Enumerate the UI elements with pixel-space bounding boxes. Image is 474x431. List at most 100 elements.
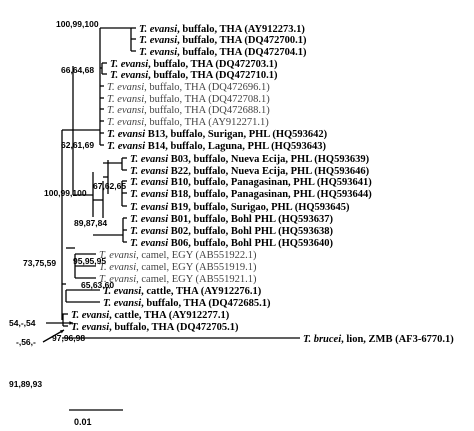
taxon-label: T. evansi, buffalo, THA (DQ472688.1) — [107, 105, 270, 116]
taxon-species: T. evansi — [103, 286, 141, 297]
taxon-species: T. evansi — [110, 59, 148, 70]
taxon-details: , cattle, THA (AY912277.1) — [109, 310, 230, 321]
taxon-details: B19, buffalo, Surigao, PHL (HQ593645) — [168, 202, 350, 213]
taxon-species: T. evansi — [110, 70, 148, 81]
pointer-arrowhead — [69, 321, 73, 325]
taxon-species: T. evansi — [99, 274, 136, 285]
taxon-label: T. evansi, buffalo, THA (DQ472705.1) — [71, 322, 239, 333]
taxon-label: T. evansi B01, buffalo, Bohl PHL (HQ5936… — [130, 214, 333, 225]
bootstrap-value: 91,89,93 — [9, 379, 42, 389]
taxon-label: T. evansi, camel, EGY (AB551922.1) — [99, 250, 257, 261]
taxon-label: T. evansi B03, buffalo, Nueva Ecija, PHL… — [130, 154, 370, 165]
bootstrap-value: 66,64,68 — [61, 65, 94, 75]
taxon-species: T. evansi — [130, 189, 168, 200]
taxon-details: , camel, EGY (AB551919.1) — [136, 262, 257, 273]
bootstrap-value: 73,75,59 — [23, 258, 56, 268]
taxon-details: B02, buffalo, Bohl PHL (HQ593638) — [168, 226, 333, 237]
taxon-label: T. evansi, camel, EGY (AB551921.1) — [99, 274, 257, 285]
taxon-species: T. evansi — [130, 214, 168, 225]
taxon-label: T. evansi B10, buffalo, Panagasinan, PHL… — [130, 177, 372, 188]
taxon-label: T. evansi B13, buffalo, Surigan, PHL (HQ… — [107, 129, 328, 140]
taxon-label: T. evansi, buffalo, THA (DQ472700.1) — [139, 35, 307, 46]
taxon-label: T. evansi, cattle, THA (AY912277.1) — [71, 310, 230, 321]
taxon-label: T. evansi B14, buffalo, Laguna, PHL (HQ5… — [107, 141, 326, 152]
scale-bar-label: 0.01 — [74, 417, 92, 427]
taxon-species: T. evansi — [130, 238, 168, 249]
taxon-details: , buffalo, THA (DQ472710.1) — [148, 70, 278, 81]
taxon-details: , buffalo, THA (DQ472696.1) — [144, 82, 270, 93]
taxon-species: T. evansi — [139, 35, 177, 46]
taxon-label: T. evansi B19, buffalo, Surigao, PHL (HQ… — [130, 202, 350, 213]
taxon-species: T. evansi — [107, 82, 144, 93]
taxon-species: T. evansi — [130, 202, 168, 213]
taxon-details: , buffalo, THA (DQ472705.1) — [109, 322, 239, 333]
taxon-label: T. evansi B02, buffalo, Bohl PHL (HQ5936… — [130, 226, 333, 237]
taxon-details: , buffalo, THA (DQ472688.1) — [144, 105, 270, 116]
taxon-details: , cattle, THA (AY912276.1) — [141, 286, 262, 297]
bootstrap-value: 95,95,95 — [73, 256, 106, 266]
taxon-details: , lion, ZMB (AF3-6770.1) — [341, 334, 454, 345]
taxon-label: T. evansi, buffalo, THA (DQ472703.1) — [110, 59, 278, 70]
taxon-details: , buffalo, THA (DQ472700.1) — [177, 35, 307, 46]
taxon-label: T. evansi, cattle, THA (AY912276.1) — [103, 286, 262, 297]
taxon-details: B06, buffalo, Bohl PHL (HQ593640) — [168, 238, 333, 249]
taxon-labels: T. evansi, buffalo, THA (AY912273.1)T. e… — [71, 24, 454, 345]
taxon-species: T. evansi — [71, 322, 109, 333]
taxon-species: T. evansi — [99, 262, 136, 273]
taxon-label: T. evansi, buffalo, THA (DQ472710.1) — [110, 70, 278, 81]
bootstrap-value: 65,63,60 — [81, 280, 114, 290]
taxon-details: , buffalo, THA (AY912271.1) — [144, 117, 269, 128]
bootstrap-value: 54,-,54 — [9, 318, 36, 328]
taxon-species: T. evansi — [107, 117, 144, 128]
taxon-details: , buffalo, THA (DQ472703.1) — [148, 59, 278, 70]
taxon-details: B10, buffalo, Panagasinan, PHL (HQ593641… — [168, 177, 372, 188]
taxon-details: , buffalo, THA (DQ472704.1) — [177, 47, 307, 58]
taxon-species: T. evansi — [107, 94, 144, 105]
taxon-label: T. evansi, buffalo, THA (DQ472704.1) — [139, 47, 307, 58]
taxon-species: T. evansi — [130, 177, 168, 188]
bootstrap-value: 100,99,100 — [56, 19, 99, 29]
taxon-details: B18, buffalo, Panagasinan, PHL (HQ593644… — [168, 189, 372, 200]
taxon-species: T. evansi — [107, 141, 145, 152]
bootstrap-value: -,56,- — [16, 337, 36, 347]
taxon-details: , buffalo, THA (AY912273.1) — [177, 24, 305, 35]
taxon-label: T. evansi, buffalo, THA (AY912273.1) — [139, 24, 305, 35]
pointer-arrowhead — [60, 330, 64, 334]
taxon-species: T. evansi — [107, 105, 144, 116]
taxon-details: B13, buffalo, Surigan, PHL (HQ593642) — [145, 129, 328, 140]
taxon-species: T. evansi — [130, 226, 168, 237]
tree-branches — [42, 27, 300, 343]
taxon-species: T. brucei — [303, 334, 341, 345]
taxon-label: T. evansi, buffalo, THA (DQ472708.1) — [107, 94, 270, 105]
bootstrap-value: 62,61,69 — [61, 140, 94, 150]
bootstrap-value: 89,87,84 — [74, 218, 107, 228]
taxon-label: T. evansi B22, buffalo, Nueva Ecija, PHL… — [130, 166, 370, 177]
taxon-species: T. evansi — [139, 47, 177, 58]
taxon-label: T. evansi, buffalo, THA (DQ472685.1) — [103, 298, 271, 309]
taxon-details: , buffalo, THA (DQ472708.1) — [144, 94, 270, 105]
scale-bar: 0.01 — [69, 409, 123, 427]
taxon-species: T. evansi — [99, 250, 136, 261]
taxon-label: T. evansi, buffalo, THA (AY912271.1) — [107, 117, 269, 128]
taxon-label: T. evansi, buffalo, THA (DQ472696.1) — [107, 82, 270, 93]
taxon-details: , camel, EGY (AB551921.1) — [136, 274, 257, 285]
taxon-details: B22, buffalo, Nueva Ecija, PHL (HQ593646… — [168, 166, 369, 177]
bootstrap-value: 97,96,98 — [52, 333, 85, 343]
taxon-details: B03, buffalo, Nueva Ecija, PHL (HQ593639… — [168, 154, 369, 165]
taxon-species: T. evansi — [130, 154, 168, 165]
bootstrap-labels: 100,99,100 66,64,68 62,61,69 100,99,100 … — [9, 19, 126, 389]
taxon-label: T. evansi B18, buffalo, Panagasinan, PHL… — [130, 189, 372, 200]
taxon-species: T. evansi — [103, 298, 141, 309]
taxon-species: T. evansi — [139, 24, 177, 35]
taxon-details: B01, buffalo, Bohl PHL (HQ593637) — [168, 214, 333, 225]
taxon-label: T. evansi B06, buffalo, Bohl PHL (HQ5936… — [130, 238, 333, 249]
branch — [42, 329, 65, 343]
taxon-details: B14, buffalo, Laguna, PHL (HQ593643) — [145, 141, 326, 152]
taxon-species: T. evansi — [130, 166, 168, 177]
taxon-species: T. evansi — [71, 310, 109, 321]
taxon-species: T. evansi — [107, 129, 145, 140]
taxon-details: , buffalo, THA (DQ472685.1) — [141, 298, 271, 309]
taxon-label: T. brucei, lion, ZMB (AF3-6770.1) — [303, 334, 454, 345]
taxon-label: T. evansi, camel, EGY (AB551919.1) — [99, 262, 257, 273]
